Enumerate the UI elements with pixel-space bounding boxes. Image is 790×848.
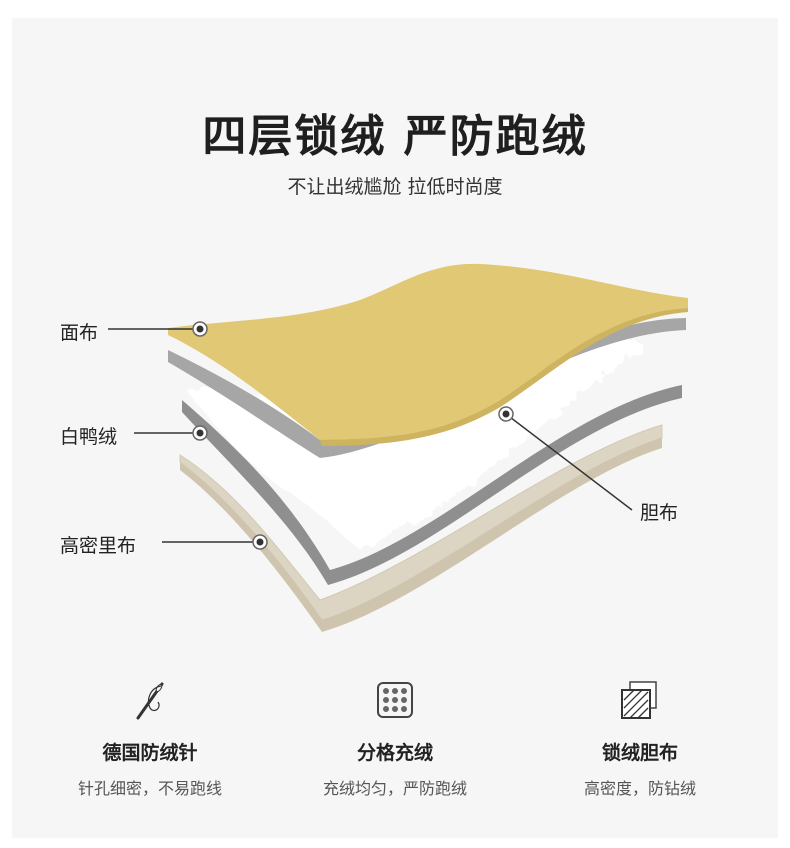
feature-name: 分格充绒 <box>356 742 433 764</box>
feature-desc: 针孔细密，不易跑线 <box>77 779 222 798</box>
feature-needle: 德国防绒针 针孔细密，不易跑线 <box>30 678 270 799</box>
lining-marker <box>252 534 268 550</box>
feature-desc: 高密度，防钻绒 <box>583 779 696 798</box>
down-label: 白鸭绒 <box>60 426 118 448</box>
inner-fabric-marker <box>498 406 514 422</box>
feature-desc: 充绒均匀，严防跑绒 <box>322 779 467 798</box>
inner-fabric-leader <box>505 413 633 511</box>
feature-fabric: 锁绒胆布 高密度，防钻绒 <box>520 678 760 799</box>
outer-fabric-layer <box>168 263 688 440</box>
needle-icon <box>136 682 164 720</box>
grid-quilt-icon <box>377 682 413 718</box>
inner-fabric-label: 胆布 <box>640 502 679 524</box>
feature-grid: 分格充绒 充绒均匀，严防跑绒 <box>275 678 515 799</box>
fabric-swatch-icon <box>621 681 657 719</box>
lower-gray-layer <box>182 385 682 585</box>
feature-name: 德国防绒针 <box>102 742 198 764</box>
down-marker <box>192 425 208 441</box>
page-title: 四层锁绒 严防跑绒 <box>202 111 588 162</box>
lining-label: 高密里布 <box>60 535 137 557</box>
feature-name: 锁绒胆布 <box>601 742 678 764</box>
outer-fabric-label: 面布 <box>60 322 99 344</box>
page-subtitle: 不让出绒尴尬 拉低时尚度 <box>287 176 503 198</box>
outer-fabric-marker <box>192 321 208 337</box>
